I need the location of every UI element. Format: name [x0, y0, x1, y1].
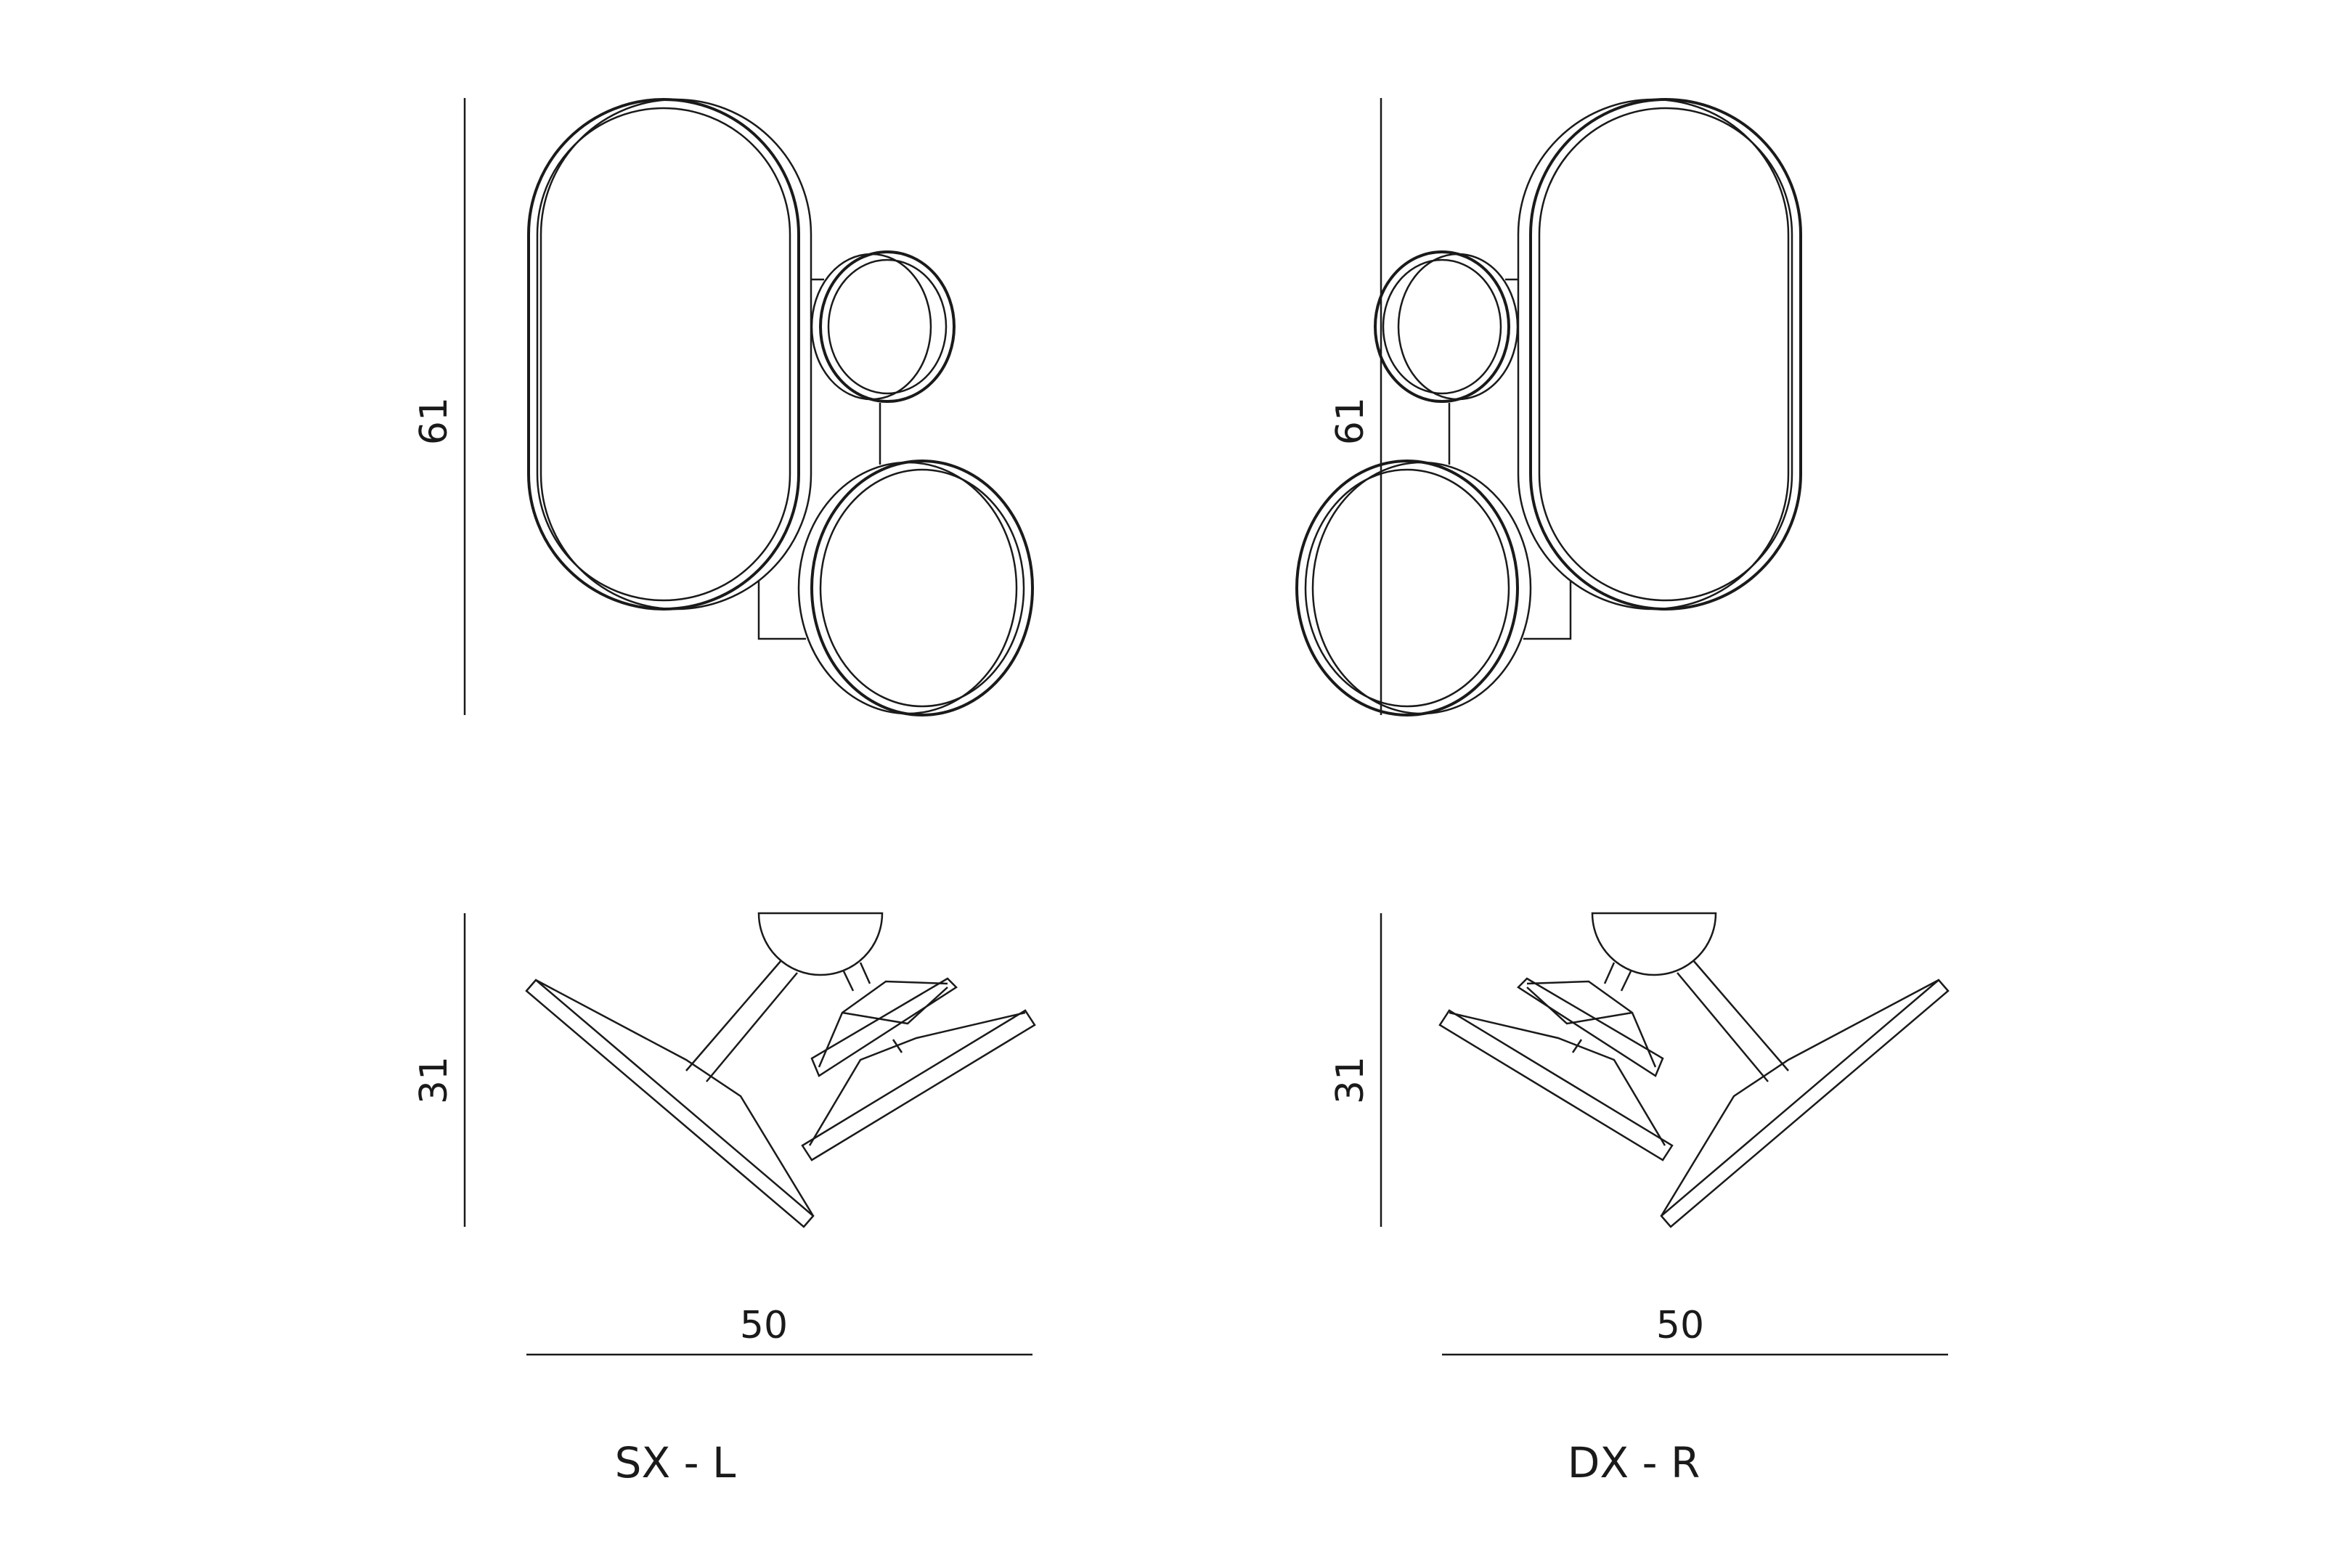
main-arm	[1677, 960, 1789, 1082]
medium-shade	[1438, 1009, 1674, 1161]
side-view-right: 31 50	[1329, 912, 1950, 1356]
main-arm	[685, 960, 798, 1082]
height-dimension-value: 61	[412, 397, 456, 445]
small-disc	[1374, 250, 1519, 403]
front-view-right: 61	[1295, 98, 1802, 716]
variant-label: DX - R	[1568, 1438, 1700, 1487]
wall-bracket	[757, 278, 881, 640]
oval-panel	[1517, 98, 1802, 611]
large-disc	[797, 460, 1034, 716]
small-arm	[842, 962, 871, 992]
side-view-left: 31 50	[412, 912, 1036, 1356]
front-view-left: 61	[412, 98, 1034, 716]
large-shade	[1660, 979, 1950, 1228]
wall-mount-dome	[757, 912, 884, 976]
small-disc	[810, 250, 956, 403]
small-shade	[1517, 977, 1664, 1077]
small-shade	[810, 977, 958, 1077]
width-dimension-value: 50	[1656, 1304, 1704, 1347]
wall-mount-dome	[1591, 912, 1717, 976]
drawing-sx-l: 61	[412, 98, 1036, 1487]
height-dimension-value: 31	[1329, 1056, 1372, 1104]
width-dimension-value: 50	[740, 1304, 788, 1347]
height-dimension-value: 61	[1329, 397, 1372, 445]
oval-panel	[527, 98, 812, 611]
variant-label: SX - L	[615, 1438, 736, 1487]
height-dimension-value: 31	[412, 1056, 456, 1104]
medium-shade	[801, 1009, 1036, 1161]
large-shade	[525, 979, 815, 1228]
front-shapes-mirrored	[1295, 98, 1802, 716]
drawing-dx-r: 61	[1295, 98, 1950, 1487]
small-arm	[1603, 962, 1632, 992]
wall-bracket	[1448, 278, 1572, 640]
large-disc	[1295, 460, 1532, 716]
side-shapes-mirrored	[1438, 912, 1950, 1228]
